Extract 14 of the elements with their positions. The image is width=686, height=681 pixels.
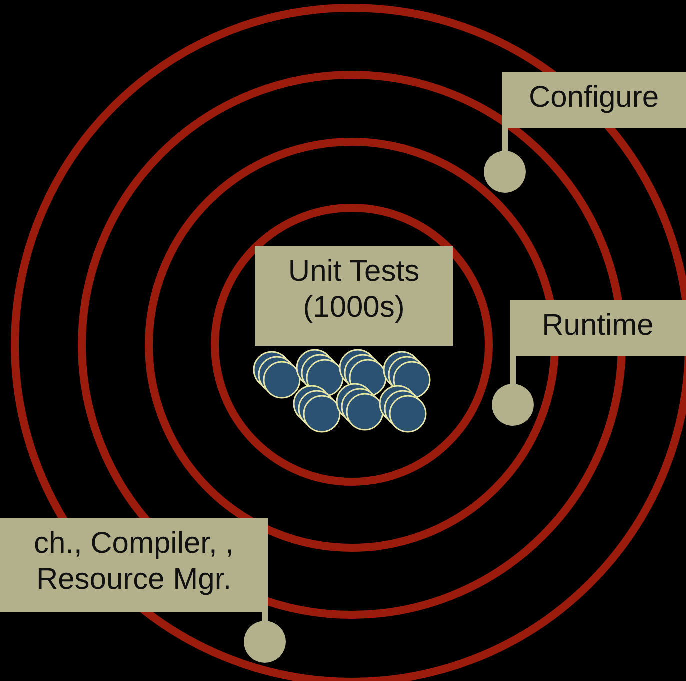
- label-box: [0, 518, 268, 612]
- label-box: [255, 246, 453, 346]
- marker-dot: [484, 151, 526, 193]
- ring-label: Configure: [528, 81, 660, 114]
- label-box: [502, 72, 686, 128]
- leader-line: [510, 356, 516, 384]
- marker-dot: [244, 621, 286, 663]
- leader-line: [262, 612, 268, 621]
- marker-dot: [492, 384, 534, 426]
- leader-line: [502, 128, 508, 151]
- label-box: [510, 300, 686, 356]
- ring-label: Runtime: [542, 309, 654, 342]
- ring-label: ch., Compiler, , Resource Mgr.: [34, 527, 234, 596]
- center-label: Unit Tests (1000s): [288, 255, 420, 324]
